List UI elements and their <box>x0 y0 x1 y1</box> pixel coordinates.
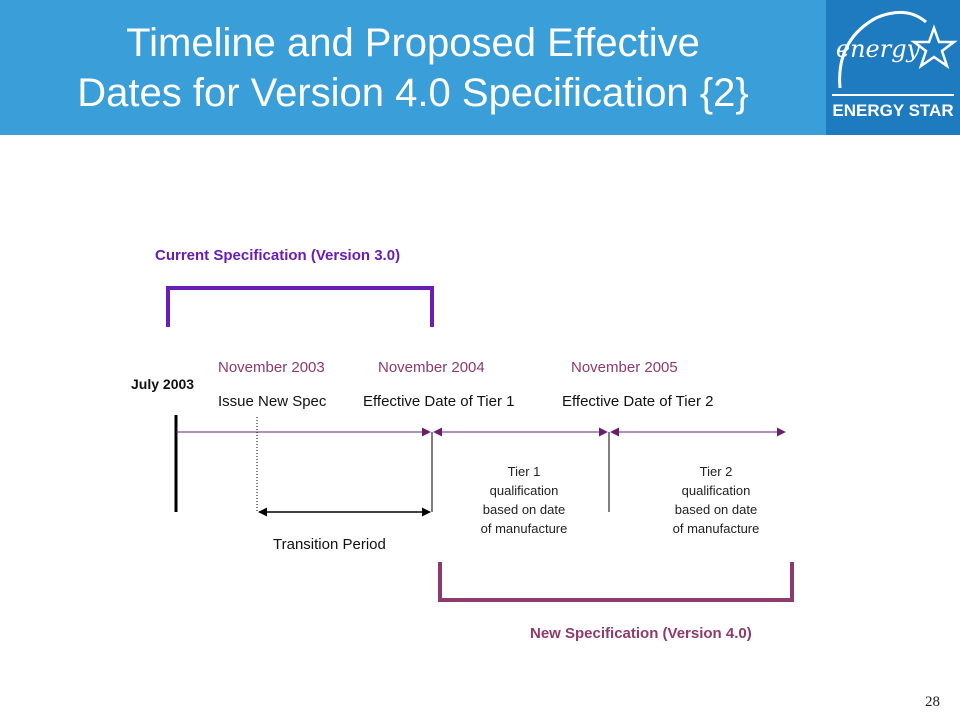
logo-divider <box>832 94 954 96</box>
tier2-note-line: Tier 2 <box>699 464 733 479</box>
milestone-event-tier2: Effective Date of Tier 2 <box>562 393 714 410</box>
logo-script-text: energy <box>835 35 921 63</box>
title-line-2: Dates for Version 4.0 Specification {2} <box>77 71 749 115</box>
slide-title: Timeline and Proposed Effective Dates fo… <box>0 18 826 118</box>
tier1-note-line: based on date <box>482 502 566 517</box>
start-date-label: July 2003 <box>131 376 195 392</box>
milestone-date-nov-2005: November 2005 <box>571 359 678 376</box>
tier1-note-line: Tier 1 <box>507 464 541 479</box>
tier2-note-line: of manufacture <box>672 521 760 536</box>
page-number: 28 <box>925 694 940 710</box>
tier2-note-line: based on date <box>674 502 758 517</box>
current-spec-label: Current Specification (Version 3.0) <box>155 247 401 264</box>
energy-star-logo: energy ENERGY STAR <box>826 0 960 135</box>
new-spec-label: New Specification (Version 4.0) <box>530 625 752 642</box>
transition-period-label: Transition Period <box>273 536 386 553</box>
title-line-1: Timeline and Proposed Effective <box>126 21 700 65</box>
new-spec-bracket <box>438 562 794 602</box>
tier2-note-line: qualification <box>681 483 751 498</box>
tier1-note-line: of manufacture <box>480 521 568 536</box>
tier1-note: Tier 1 qualification based on date of ma… <box>458 462 590 538</box>
tier2-note: Tier 2 qualification based on date of ma… <box>650 462 782 538</box>
milestone-date-nov-2004: November 2004 <box>378 359 485 376</box>
star-swoosh-icon <box>838 10 958 89</box>
tier1-note-line: qualification <box>489 483 559 498</box>
current-spec-bracket <box>166 286 434 327</box>
logo-name: ENERGY STAR <box>832 101 954 120</box>
milestone-event-tier1: Effective Date of Tier 1 <box>363 393 515 410</box>
milestone-event-issue-spec: Issue New Spec <box>218 393 327 410</box>
title-banner: Timeline and Proposed Effective Dates fo… <box>0 0 826 135</box>
milestone-date-nov-2003: November 2003 <box>218 359 325 376</box>
